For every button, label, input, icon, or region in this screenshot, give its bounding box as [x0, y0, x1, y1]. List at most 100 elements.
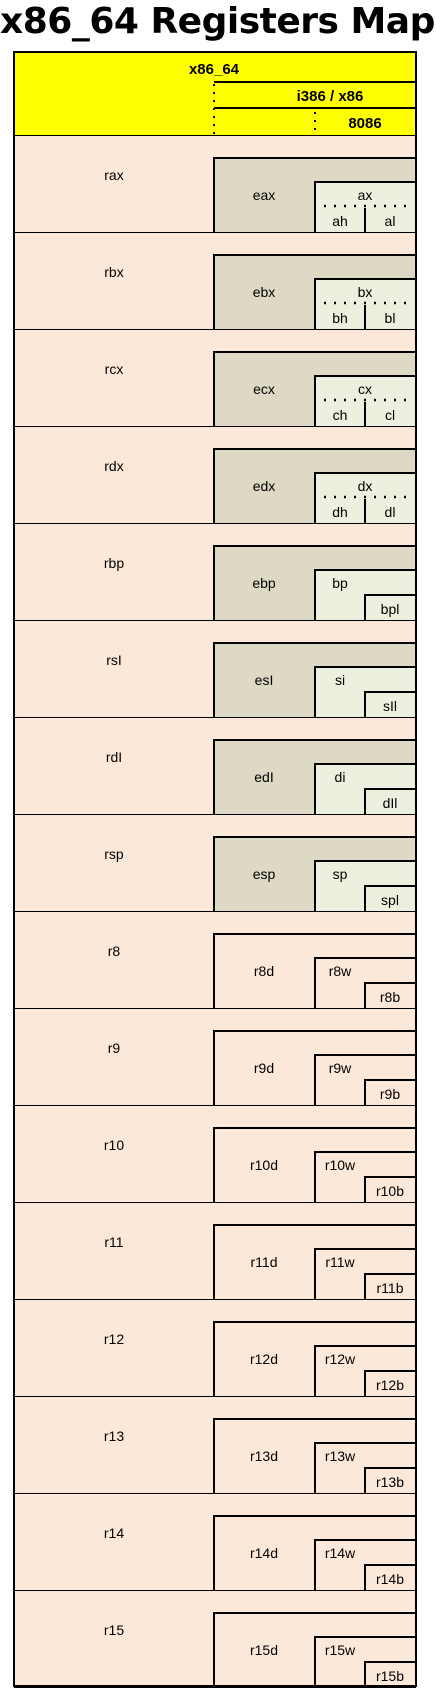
register-low-byte-label: dIl [383, 795, 398, 811]
box-8bit-border [364, 885, 416, 912]
page-title: x86_64 Registers Map [0, 1, 435, 42]
register-32bit-label: r15d [250, 1642, 278, 1658]
box-8bit [365, 692, 416, 718]
box-16bit-border [314, 1345, 416, 1397]
register-low-byte-label: r10b [376, 1183, 404, 1199]
register-low-byte-label: bl [385, 310, 396, 326]
register-row: r12 r12d r12w r12b [14, 1300, 416, 1398]
register-64bit-label: rbp [104, 555, 124, 571]
box-32bit-border [213, 1127, 416, 1203]
register-32bit-label: edx [253, 478, 276, 494]
header-label-i386: i386 / x86 [297, 88, 364, 105]
box-8bit-border [364, 1467, 416, 1494]
box-8bit [365, 1371, 416, 1397]
box-32bit-border [213, 1515, 416, 1591]
box-8bit [365, 1565, 416, 1591]
box-32bit-border [213, 642, 416, 718]
register-low-byte-label: r14b [376, 1571, 404, 1587]
register-16bit-label: dx [358, 478, 373, 494]
box-8bit-border [364, 594, 416, 621]
box-16bit-border [314, 181, 416, 233]
box-8bit-border [364, 1079, 416, 1106]
register-16bit-label: sp [333, 866, 348, 882]
register-32bit-label: ebp [252, 575, 276, 591]
box-32bit-border [213, 1321, 416, 1397]
box-8bit-border [364, 1661, 416, 1688]
register-16bit-label: r9w [329, 1060, 352, 1076]
box-8bit-border [364, 691, 416, 718]
register-low-byte-label: r11b [377, 1280, 404, 1296]
box-16bit-border [314, 278, 416, 330]
outer-frame [13, 51, 417, 1687]
box-8bit [365, 1177, 416, 1203]
register-16bit-label: r12w [325, 1351, 356, 1367]
box-16bit-border [314, 1248, 416, 1300]
register-64bit-label: r12 [104, 1331, 124, 1347]
register-64bit-label: rdI [106, 749, 122, 765]
register-64bit-label: rax [104, 167, 123, 183]
box-32bit-border [213, 1224, 416, 1300]
register-32bit-label: r14d [250, 1545, 278, 1561]
register-32bit-label: r8d [254, 963, 274, 979]
box-16bit-border [314, 666, 416, 718]
register-low-byte-label: cl [385, 407, 395, 423]
register-low-byte-label: r13b [376, 1474, 404, 1490]
register-low-byte-label: r9b [380, 1086, 400, 1102]
box-16bit-border [314, 1539, 416, 1591]
box-32bit-border [213, 545, 416, 621]
register-64bit-label: r11 [104, 1234, 123, 1250]
register-64bit-label: r15 [104, 1622, 124, 1638]
register-64bit-label: rsp [104, 846, 124, 862]
register-64bit-label: r13 [104, 1428, 124, 1444]
box-8bit [365, 789, 416, 815]
box-16bit-border [314, 957, 416, 1009]
box-8bit-border [364, 1273, 416, 1300]
register-16bit-label: bp [332, 575, 348, 591]
box-32bit-border [213, 1612, 416, 1688]
box-32bit-border [213, 739, 416, 815]
register-low-byte-label: sIl [383, 698, 397, 714]
register-32bit-label: esI [255, 672, 274, 688]
box-8bit [365, 1468, 416, 1494]
register-32bit-label: ebx [253, 284, 276, 300]
register-low-byte-label: r12b [376, 1377, 404, 1393]
register-32bit-label: r11d [251, 1254, 278, 1270]
register-low-byte-label: r15b [376, 1668, 404, 1684]
register-32bit-label: ecx [253, 381, 275, 397]
register-16bit-label: r15w [325, 1642, 356, 1658]
box-16bit-border [314, 472, 416, 524]
box-16bit-border [314, 1054, 416, 1106]
box-32bit-border [213, 1418, 416, 1494]
box-16bit-border [314, 375, 416, 427]
register-64bit-label: r8 [108, 943, 121, 959]
register-32bit-label: edI [254, 769, 273, 785]
box-8bit [365, 595, 416, 621]
header-label-8086: 8086 [348, 115, 381, 132]
register-32bit-label: esp [253, 866, 276, 882]
box-16bit-border [314, 569, 416, 621]
register-high-byte-label: dh [332, 504, 348, 520]
register-64bit-label: r14 [104, 1525, 124, 1541]
box-8bit-border [364, 982, 416, 1009]
box-32bit-border [213, 351, 416, 427]
register-32bit-label: r12d [250, 1351, 278, 1367]
register-low-byte-label: dl [385, 504, 396, 520]
box-16bit-border [314, 1442, 416, 1494]
box-8bit-border [364, 1370, 416, 1397]
header-label-x86-64: x86_64 [189, 61, 240, 78]
register-16bit-label: r10w [325, 1157, 356, 1173]
register-low-byte-label: r8b [380, 989, 400, 1005]
box-32bit-border [213, 836, 416, 912]
